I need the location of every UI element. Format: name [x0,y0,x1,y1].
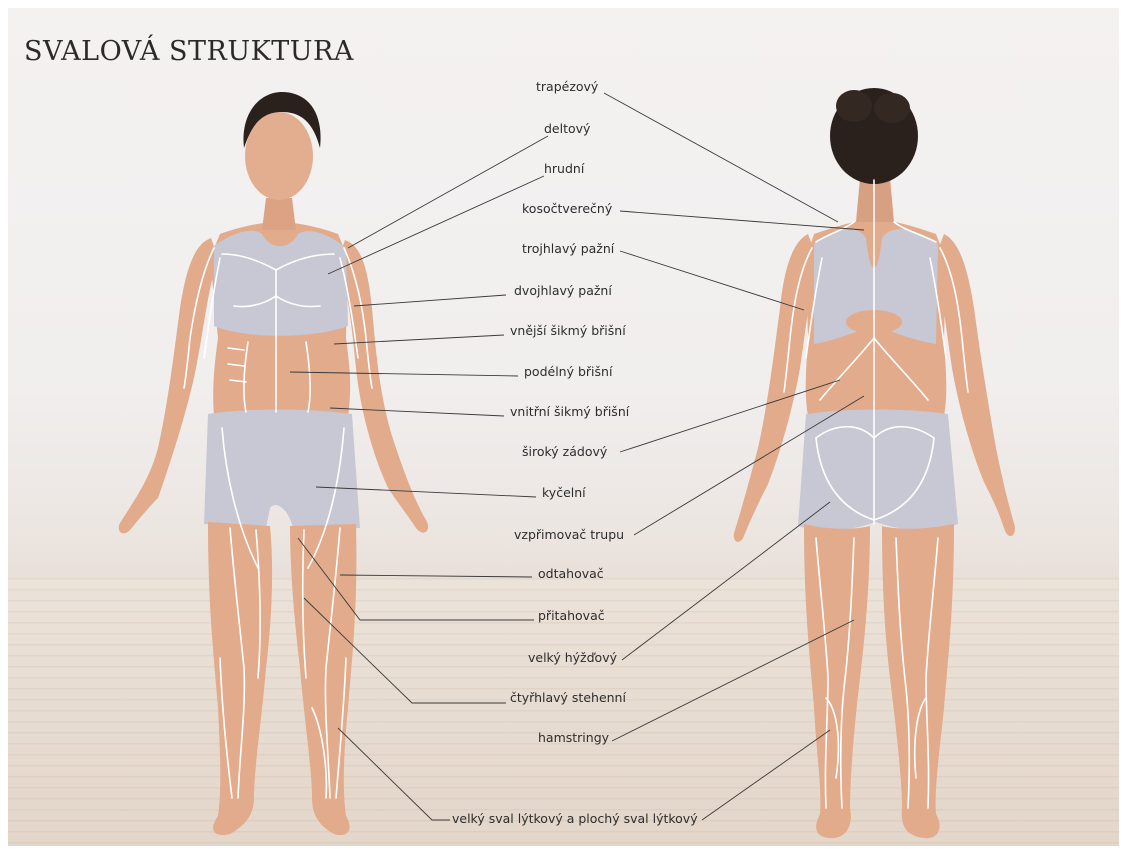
label-trapezovy: trapézový [536,80,598,94]
anatomy-page: SVALOVÁ STRUKTURA trapézový deltový hrud… [8,8,1119,846]
label-siroky-zadovy: široký zádový [522,445,607,459]
front-figure [119,92,428,835]
label-podelny-brisni: podélný břišní [524,365,612,379]
label-vnitrni-sikmy-brisni: vnitřní šikmý břišní [510,405,629,419]
label-hrudni: hrudní [544,162,584,176]
page-title: SVALOVÁ STRUKTURA [24,36,354,67]
label-lytkovy: velký sval lýtkový a plochý sval lýtkový [452,812,698,826]
back-figure [734,88,1015,838]
label-pritahovac: přitahovač [538,609,605,623]
label-hamstringy: hamstringy [538,731,609,745]
label-dvojhlavy-pazni: dvojhlavý pažní [514,284,612,298]
label-kosoctverecny: kosočtverečný [522,202,612,216]
label-ctyrhlavy-stehenni: čtyřhlavý stehenní [510,691,626,705]
label-vzprimovac-trupu: vzpřimovač trupu [514,528,624,542]
label-deltovy: deltový [544,122,590,136]
label-velky-hyzdovy: velký hýžďový [528,651,617,665]
label-trojhlavy-pazni: trojhlavý pažní [522,242,614,256]
label-kycelni: kyčelní [542,486,586,500]
label-vnejsi-sikmy-brisni: vnější šikmý břišní [510,324,626,338]
label-odtahovac: odtahovač [538,567,604,581]
